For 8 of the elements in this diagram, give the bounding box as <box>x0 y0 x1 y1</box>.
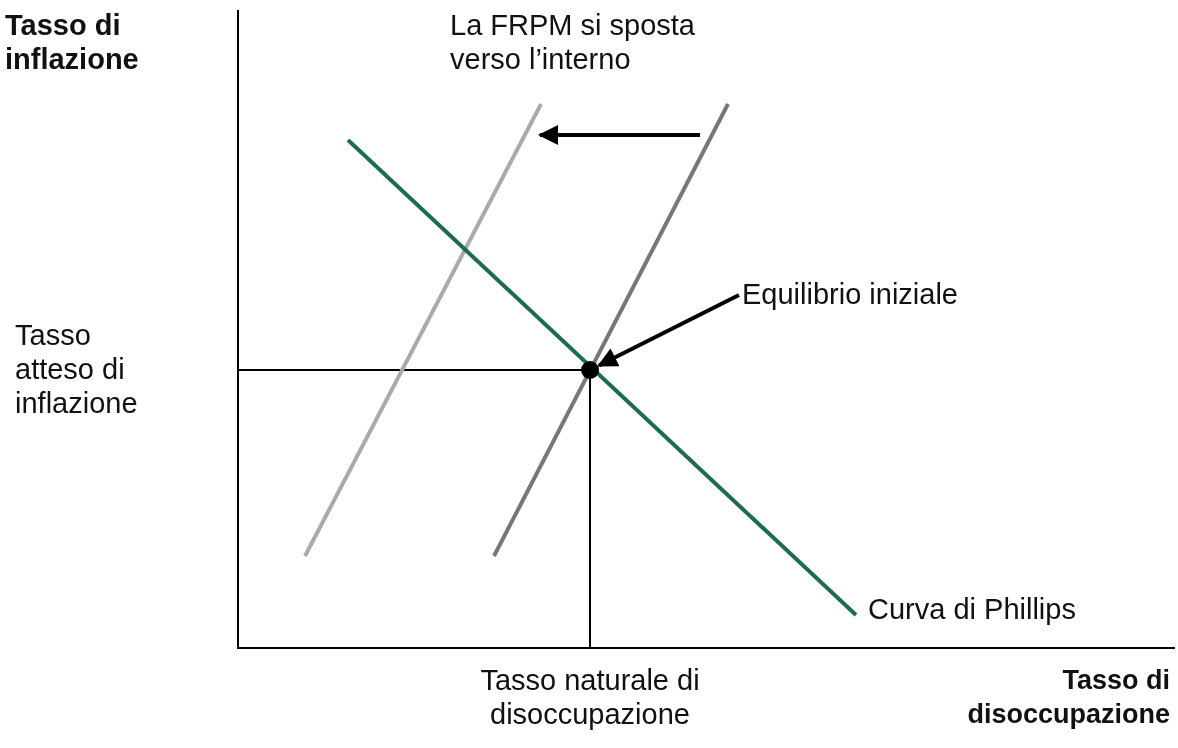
axis-label: La FRPM si sposta verso l’interno <box>450 8 696 76</box>
leader-arrow <box>597 293 740 368</box>
axis-label: Tasso naturale di disoccupazione <box>479 663 701 731</box>
axis-label: Tasso di disoccupazione <box>966 664 1170 731</box>
axis-label: Tasso di inflazione <box>5 8 140 76</box>
callout-text: Equilibrio iniziale <box>742 277 959 311</box>
axis-label: Tasso atteso di inflazione <box>15 318 139 420</box>
axis-label: Curva di Phillips <box>868 592 1077 626</box>
